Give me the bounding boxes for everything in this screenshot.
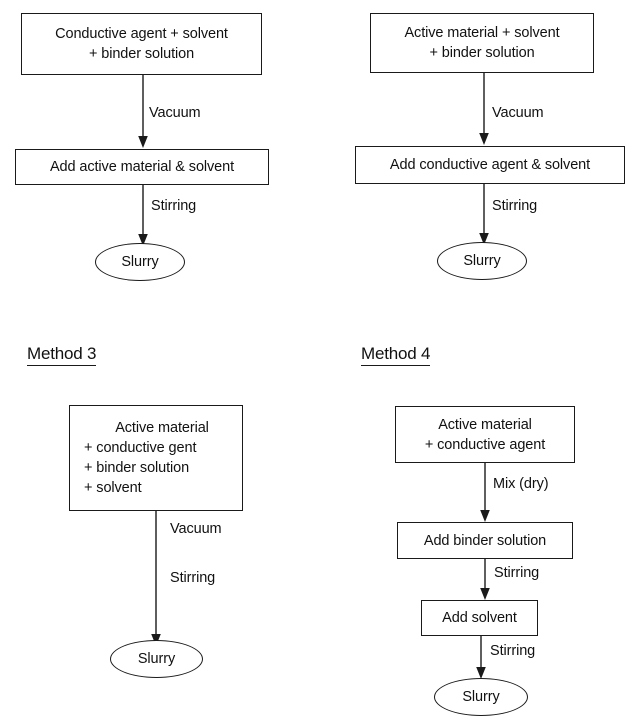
node-m4-solvent: Add solvent <box>421 600 538 636</box>
edge-m4-solvent-to-end <box>474 636 488 680</box>
node-m1-start: Conductive agent + solvent + binder solu… <box>21 13 262 75</box>
edge-m2-step-to-end <box>477 184 491 246</box>
edge-m4-start-to-binder <box>478 463 492 523</box>
edge-label-m2-stirring: Stirring <box>492 198 538 214</box>
node-m4-end-label: Slurry <box>462 689 500 705</box>
node-m3-start-line3: + binder solution <box>84 460 190 476</box>
node-m4-end: Slurry <box>434 678 528 716</box>
edge-label-m3-stirring: Stirring <box>170 570 216 586</box>
node-m2-start-line1: Active material + solvent <box>404 25 560 41</box>
node-m2-step: Add conductive agent & solvent <box>355 146 625 184</box>
edge-label-m4-mix-dry: Mix (dry) <box>493 476 549 492</box>
edge-label-m4-stirring-2: Stirring <box>490 643 536 659</box>
method-4-title: Method 4 <box>361 344 430 366</box>
node-m2-start: Active material + solvent + binder solut… <box>370 13 594 73</box>
edge-m4-binder-to-solvent <box>478 559 492 601</box>
node-m1-start-line2: + binder solution <box>88 46 195 62</box>
edge-m1-start-to-step <box>136 75 150 149</box>
edge-label-m3-vacuum: Vacuum <box>170 521 222 537</box>
node-m1-end-label: Slurry <box>121 254 159 270</box>
edge-m2-start-to-step <box>477 73 491 146</box>
node-m1-start-line1: Conductive agent + solvent <box>55 26 228 42</box>
method-3-title: Method 3 <box>27 344 96 366</box>
node-m4-start-line1: Active material <box>438 416 532 433</box>
edge-m3-start-to-end <box>149 511 163 647</box>
edge-label-m1-vacuum: Vacuum <box>149 105 201 121</box>
node-m3-start-line2: + conductive gent <box>84 440 197 456</box>
edge-m1-step-to-end <box>136 185 150 247</box>
node-m2-start-line2: + binder solution <box>429 45 535 61</box>
node-m1-end: Slurry <box>95 243 185 281</box>
node-m4-start: Active material + conductive agent <box>395 406 575 463</box>
node-m4-start-line2: + conductive agent <box>424 436 546 453</box>
node-m3-end: Slurry <box>110 640 203 678</box>
node-m2-end: Slurry <box>437 242 527 280</box>
node-m2-step-line1: Add conductive agent & solvent <box>389 157 591 173</box>
node-m1-step: Add active material & solvent <box>15 149 269 185</box>
node-m4-solvent-line1: Add solvent <box>442 610 517 626</box>
node-m3-end-label: Slurry <box>137 651 176 667</box>
node-m3-start-line4: + solvent <box>84 480 142 496</box>
edge-label-m4-stirring-1: Stirring <box>494 565 540 581</box>
node-m1-step-line1: Add active material & solvent <box>49 159 235 175</box>
edge-label-m1-stirring: Stirring <box>151 198 197 214</box>
edge-label-m2-vacuum: Vacuum <box>492 105 544 121</box>
node-m3-start: Active material + conductive gent + bind… <box>69 405 243 511</box>
node-m4-binder: Add binder solution <box>397 522 573 559</box>
node-m3-start-line1: Active material <box>115 420 209 436</box>
node-m2-end-label: Slurry <box>463 253 501 269</box>
node-m4-binder-line1: Add binder solution <box>423 532 547 549</box>
